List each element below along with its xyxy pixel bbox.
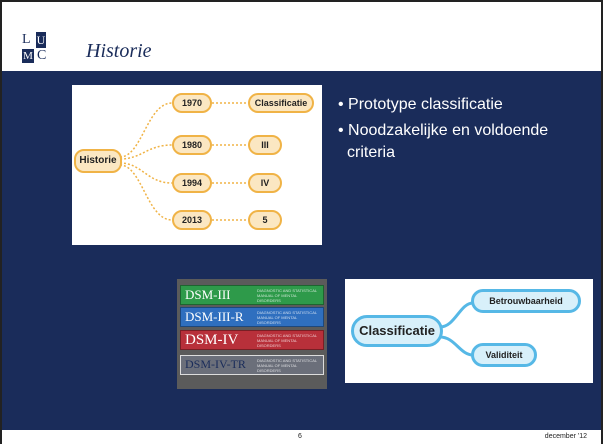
book-spine-dsm-iv: DSM-IV DIAGNOSTIC AND STATISTICAL MANUAL… [180, 330, 324, 350]
slide-header: L U M C Historie [2, 2, 601, 68]
classification-connectors [439, 301, 474, 357]
page-number: 6 [298, 433, 302, 440]
timeline-edition-node: IV [248, 173, 282, 193]
connector-root-1994 [119, 162, 173, 184]
bullet-item: • Prototype classificatie [338, 96, 503, 113]
logo-letter-l: L [22, 32, 31, 47]
book-title: DSM-IV-TR [185, 357, 246, 371]
classification-diagram: Classificatie Betrouwbaarheid Validiteit [345, 279, 593, 383]
book-subtitle: DIAGNOSTIC AND STATISTICAL MANUAL OF MEN… [257, 310, 317, 325]
bullet-text: Prototype classificatie [348, 96, 503, 113]
timeline-edition-node: Classificatie [248, 93, 314, 113]
timeline-year-node: 1994 [172, 173, 212, 193]
book-title: DSM-IV [185, 332, 239, 348]
dsm-books-photo: DSM-III DIAGNOSTIC AND STATISTICAL MANUA… [177, 279, 327, 389]
book-spine-dsm-iii: DSM-III DIAGNOSTIC AND STATISTICAL MANUA… [180, 285, 324, 305]
bullet-list: • Prototype classificatie • Noodzakelijk… [338, 94, 588, 168]
timeline-year-node: 2013 [172, 210, 212, 230]
concept-validiteit-node: Validiteit [471, 343, 537, 367]
timeline-year-node: 1970 [172, 93, 212, 113]
bullet-text: Noodzakelijke en voldoende criteria [347, 122, 549, 161]
header-rule [2, 71, 601, 73]
timeline-root-node: Historie [74, 149, 122, 173]
timeline-edition-node: III [248, 135, 282, 155]
slide-title: Historie [86, 40, 152, 62]
book-spine-dsm-iv-tr: DSM-IV-TR DIAGNOSTIC AND STATISTICAL MAN… [180, 355, 324, 375]
book-title: DSM-III [185, 287, 231, 302]
connector-root-1970 [119, 102, 173, 158]
concept-betrouwbaarheid-node: Betrouwbaarheid [471, 289, 581, 313]
logo-letter-u: U [36, 32, 46, 48]
dsm-timeline-diagram: Historie 1970 1980 1994 2013 Classificat… [72, 85, 322, 245]
timeline-edition-node: 5 [248, 210, 282, 230]
logo-letter-m: M [22, 49, 34, 63]
timeline-year-node: 1980 [172, 135, 212, 155]
lumc-logo: L U M C [22, 32, 58, 66]
logo-letter-c: C [37, 48, 47, 63]
timeline-connectors [119, 102, 248, 221]
book-subtitle: DIAGNOSTIC AND STATISTICAL MANUAL OF MEN… [257, 333, 317, 348]
slide-footer: 6 december '12 [2, 430, 601, 444]
bullet-item: • Noodzakelijke en voldoende criteria [338, 122, 549, 161]
connector-to-validiteit [439, 335, 474, 357]
connector-root-1980 [119, 144, 173, 160]
book-subtitle: DIAGNOSTIC AND STATISTICAL MANUAL OF MEN… [257, 358, 317, 373]
footer-date: december '12 [544, 433, 587, 440]
book-subtitle: DIAGNOSTIC AND STATISTICAL MANUAL OF MEN… [257, 288, 317, 303]
connector-to-betrouwbaarheid [439, 301, 474, 329]
book-spine-dsm-iii-r: DSM-III-R DIAGNOSTIC AND STATISTICAL MAN… [180, 307, 324, 327]
book-title: DSM-III-R [185, 309, 244, 324]
concept-center-node: Classificatie [351, 315, 443, 347]
